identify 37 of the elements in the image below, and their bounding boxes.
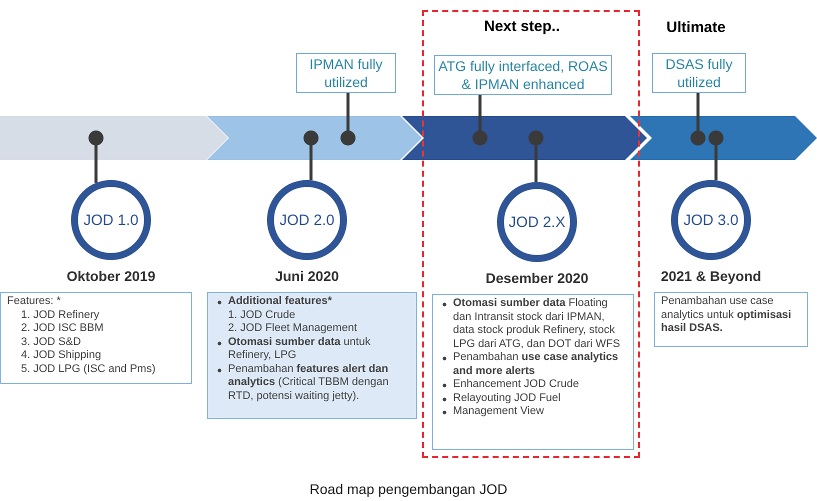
version-circle: JOD 2.0 [267, 180, 347, 260]
timeline-segment [0, 116, 228, 160]
feature-list-panel [207, 292, 417, 419]
pin-connector [88, 130, 104, 183]
timeline-segment [630, 116, 817, 160]
figure-caption: Road map pengembangan JOD [308, 481, 508, 497]
feature-list-panel [0, 292, 192, 384]
pin-connector [528, 130, 544, 182]
date-label: Juni 2020 [274, 268, 340, 284]
date-label: 2021 & Beyond [660, 268, 762, 284]
version-circle: JOD 1.0 [71, 180, 151, 260]
list-item: 3. JOD S&D [20, 336, 82, 349]
milestone-note: IPMAN fully utilized [296, 53, 396, 93]
list-item: 1. JOD Refinery [20, 308, 100, 322]
feature-list-panel [654, 292, 808, 347]
list-item: 1. JOD Crude [227, 308, 296, 322]
date-label: Desember 2020 [484, 270, 590, 286]
list-item: 2. JOD ISC BBM [20, 322, 105, 336]
pin-connector [690, 93, 706, 146]
version-circle: JOD 3.0 [671, 180, 751, 260]
pin-connector [340, 93, 356, 146]
list-item: Penambahan use case analytics untuk optimisasi hasil DSAS. [661, 295, 792, 336]
pin-connector [708, 130, 724, 180]
section-heading: Ultimate [665, 19, 727, 36]
date-label: Oktober 2019 [66, 268, 156, 284]
list-item: 2. JOD Fleet Management [227, 322, 358, 336]
section-heading: Next step.. [484, 18, 560, 35]
feature-list-panel [432, 294, 634, 450]
list-item: Features: * [7, 295, 62, 308]
list-item: 4. JOD Shipping [20, 349, 102, 362]
milestone-note: ATG fully interfaced, ROAS & IPMAN enhanced [434, 55, 612, 95]
version-circle: JOD 2.X [497, 182, 577, 262]
pin-connector [472, 95, 488, 146]
timeline-segment [207, 116, 422, 160]
list-item: 5. JOD LPG (ISC and Pms) [20, 362, 156, 376]
pin-connector [304, 130, 318, 180]
milestone-note: DSAS fully utilized [652, 53, 746, 93]
